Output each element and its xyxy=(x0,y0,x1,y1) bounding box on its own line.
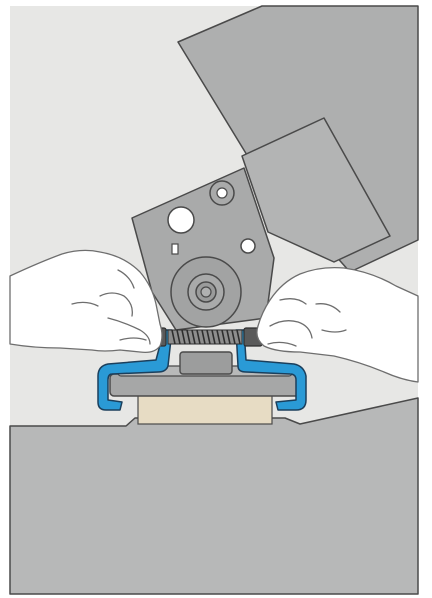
housing-hole-small xyxy=(241,239,255,253)
center-block xyxy=(180,352,232,374)
floor-surface xyxy=(10,398,418,594)
tan-pad xyxy=(138,394,272,424)
rail-base xyxy=(110,374,300,396)
housing-slot xyxy=(172,244,178,254)
pulley-hub xyxy=(201,287,211,297)
housing-hole-ring-inner xyxy=(217,188,227,198)
housing-hole-large xyxy=(168,207,194,233)
coil-spring-icon xyxy=(168,330,242,344)
